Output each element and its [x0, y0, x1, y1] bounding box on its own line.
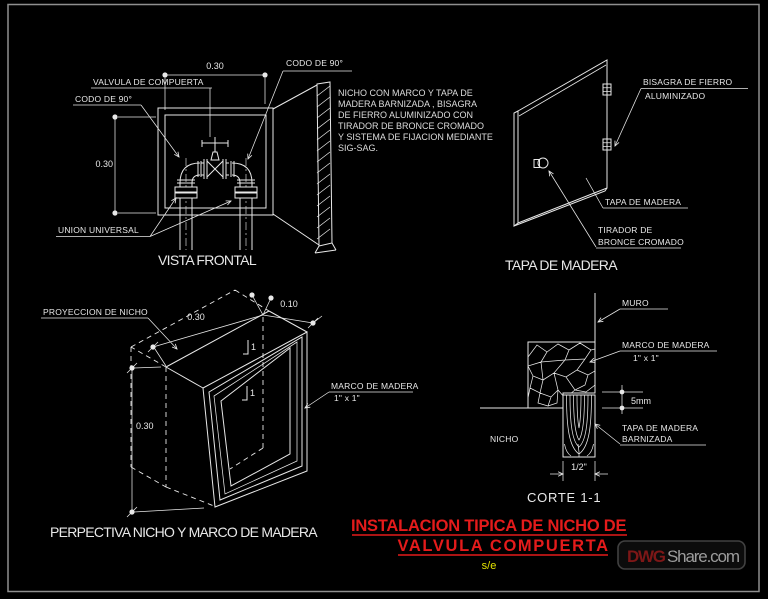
labels: BISAGRA DE FIERRO ALUMINIZADO TAPA DE MA…	[548, 77, 748, 249]
title-line-2: VALVULA COMPUERTA	[398, 537, 609, 555]
dim-height-value: 0.30	[95, 159, 113, 169]
label-codo-90-right: CODO DE 90°	[286, 58, 343, 68]
label-tirador-line2: BRONCE CROMADO	[598, 237, 684, 247]
label-codo-90-left: CODO DE 90°	[75, 94, 132, 104]
watermark-dwg: DWG	[627, 547, 666, 566]
dim-height: 0.30	[126, 362, 205, 518]
label-tirador-line1: TIRADOR DE	[598, 225, 653, 235]
dim-5mm-value: 5mm	[631, 396, 651, 406]
note-line-6: SIG-SAG.	[338, 143, 378, 153]
watermark-share: Share.com	[667, 547, 740, 566]
dim-half-inch: 1/2"	[550, 461, 608, 481]
dim-height: 0.30	[95, 114, 156, 216]
dim-width-value: 0.30	[206, 61, 224, 71]
note-line-2: MADERA BARNIZADA , BISAGRA	[338, 99, 477, 109]
hinge-top	[602, 83, 612, 96]
wall-hatch	[316, 85, 331, 240]
view-title-vista-frontal: VISTA FRONTAL	[158, 252, 257, 268]
sheet-border	[7, 3, 760, 593]
dim-width: 0.30	[162, 61, 268, 110]
label-muro: MURO	[622, 298, 649, 308]
view-corte-1-1: MURO MARCO DE MADERA 1" x 1" TAPA DE MAD…	[480, 293, 717, 505]
wood-door	[513, 59, 608, 227]
label-valvula-compuerta: VALVULA DE COMPUERTA	[93, 77, 204, 87]
dim-depth-value: 0.10	[280, 299, 298, 309]
note-block: NICHO CON MARCO Y TAPA DE MADERA BARNIZA…	[338, 88, 493, 153]
union-fittings	[174, 186, 258, 199]
dim-half-inch-value: 1/2"	[571, 462, 587, 472]
dim-width-value: 0.30	[187, 312, 205, 322]
labels: VALVULA DE COMPUERTA CODO DE 90° CODO DE…	[56, 58, 352, 237]
dwgshare-watermark: DWG Share.com	[617, 540, 746, 570]
label-union-universal: UNION UNIVERSAL	[58, 225, 139, 235]
cut-mark-2: 1	[250, 388, 255, 398]
view-title-corte: CORTE 1-1	[527, 490, 601, 505]
cut-mark-1: 1	[251, 342, 256, 352]
view-vista-frontal: 0.30 0.30 VALVULA DE COMPUERTA CODO DE 9…	[56, 58, 352, 268]
door-knob	[533, 157, 549, 169]
label-nicho: NICHO	[490, 434, 519, 444]
note-line-3: DE FIERRO ALUMINIZADO CON	[338, 110, 473, 120]
frame-box	[165, 310, 308, 508]
valve-handwheel	[201, 140, 229, 147]
label-tapa-line1: TAPA DE MADERA	[622, 423, 698, 433]
label-bisagra-line2: ALUMINIZADO	[645, 91, 705, 101]
label-tapa-line2: BARNIZADA	[622, 434, 673, 444]
view-title-tapa: TAPA DE MADERA	[505, 257, 618, 273]
hinge-bottom	[602, 138, 612, 151]
wood-grain	[564, 395, 594, 457]
drawing-title: INSTALACION TIPICA DE NICHO DE VALVULA C…	[351, 517, 627, 572]
label-marco-line2: 1" x 1"	[334, 393, 360, 403]
marco-stone-hatch	[528, 342, 595, 407]
note-line-5: Y SISTEMA DE FIJACION MEDIANTE	[338, 132, 493, 142]
view-perspectiva: 0.30 0.10 0.30 1 1 PROYECCION DE NICHO M…	[41, 289, 419, 540]
gate-valve	[201, 137, 229, 179]
label-marco-line2: 1" x 1"	[633, 353, 659, 363]
section-cut-marks: 1 1	[242, 340, 256, 401]
labels: PROYECCION DE NICHO MARCO DE MADERA 1" x…	[41, 307, 419, 409]
label-tapa-madera: TAPA DE MADERA	[605, 197, 681, 207]
note-line-1: NICHO CON MARCO Y TAPA DE	[338, 88, 473, 98]
label-marco-line1: MARCO DE MADERA	[622, 340, 710, 350]
title-line-1: INSTALACION TIPICA DE NICHO DE	[351, 517, 627, 535]
marco-section	[527, 341, 596, 409]
dim-height-value: 0.30	[136, 421, 154, 431]
dim-depth: 0.10	[262, 299, 323, 329]
dim-width: 0.30	[147, 292, 274, 367]
label-proyeccion-nicho: PROYECCION DE NICHO	[43, 307, 148, 317]
scale-label: s/e	[482, 560, 497, 572]
label-bisagra-line1: BISAGRA DE FIERRO	[643, 77, 733, 87]
dim-5mm: 5mm	[602, 385, 651, 414]
niche-hidden-lines	[130, 289, 270, 507]
label-marco-line1: MARCO DE MADERA	[331, 381, 419, 391]
view-title-perspectiva: PERPECTIVA NICHO Y MARCO DE MADERA	[50, 524, 318, 540]
piping-assembly	[174, 137, 258, 250]
wall-section	[272, 81, 337, 254]
watermark-box	[617, 540, 746, 570]
note-line-4: TIRADOR DE BRONCE CROMADO	[338, 121, 484, 131]
view-tapa-de-madera: BISAGRA DE FIERRO ALUMINIZADO TAPA DE MA…	[505, 59, 748, 273]
labels: MURO MARCO DE MADERA 1" x 1" TAPA DE MAD…	[490, 298, 717, 446]
